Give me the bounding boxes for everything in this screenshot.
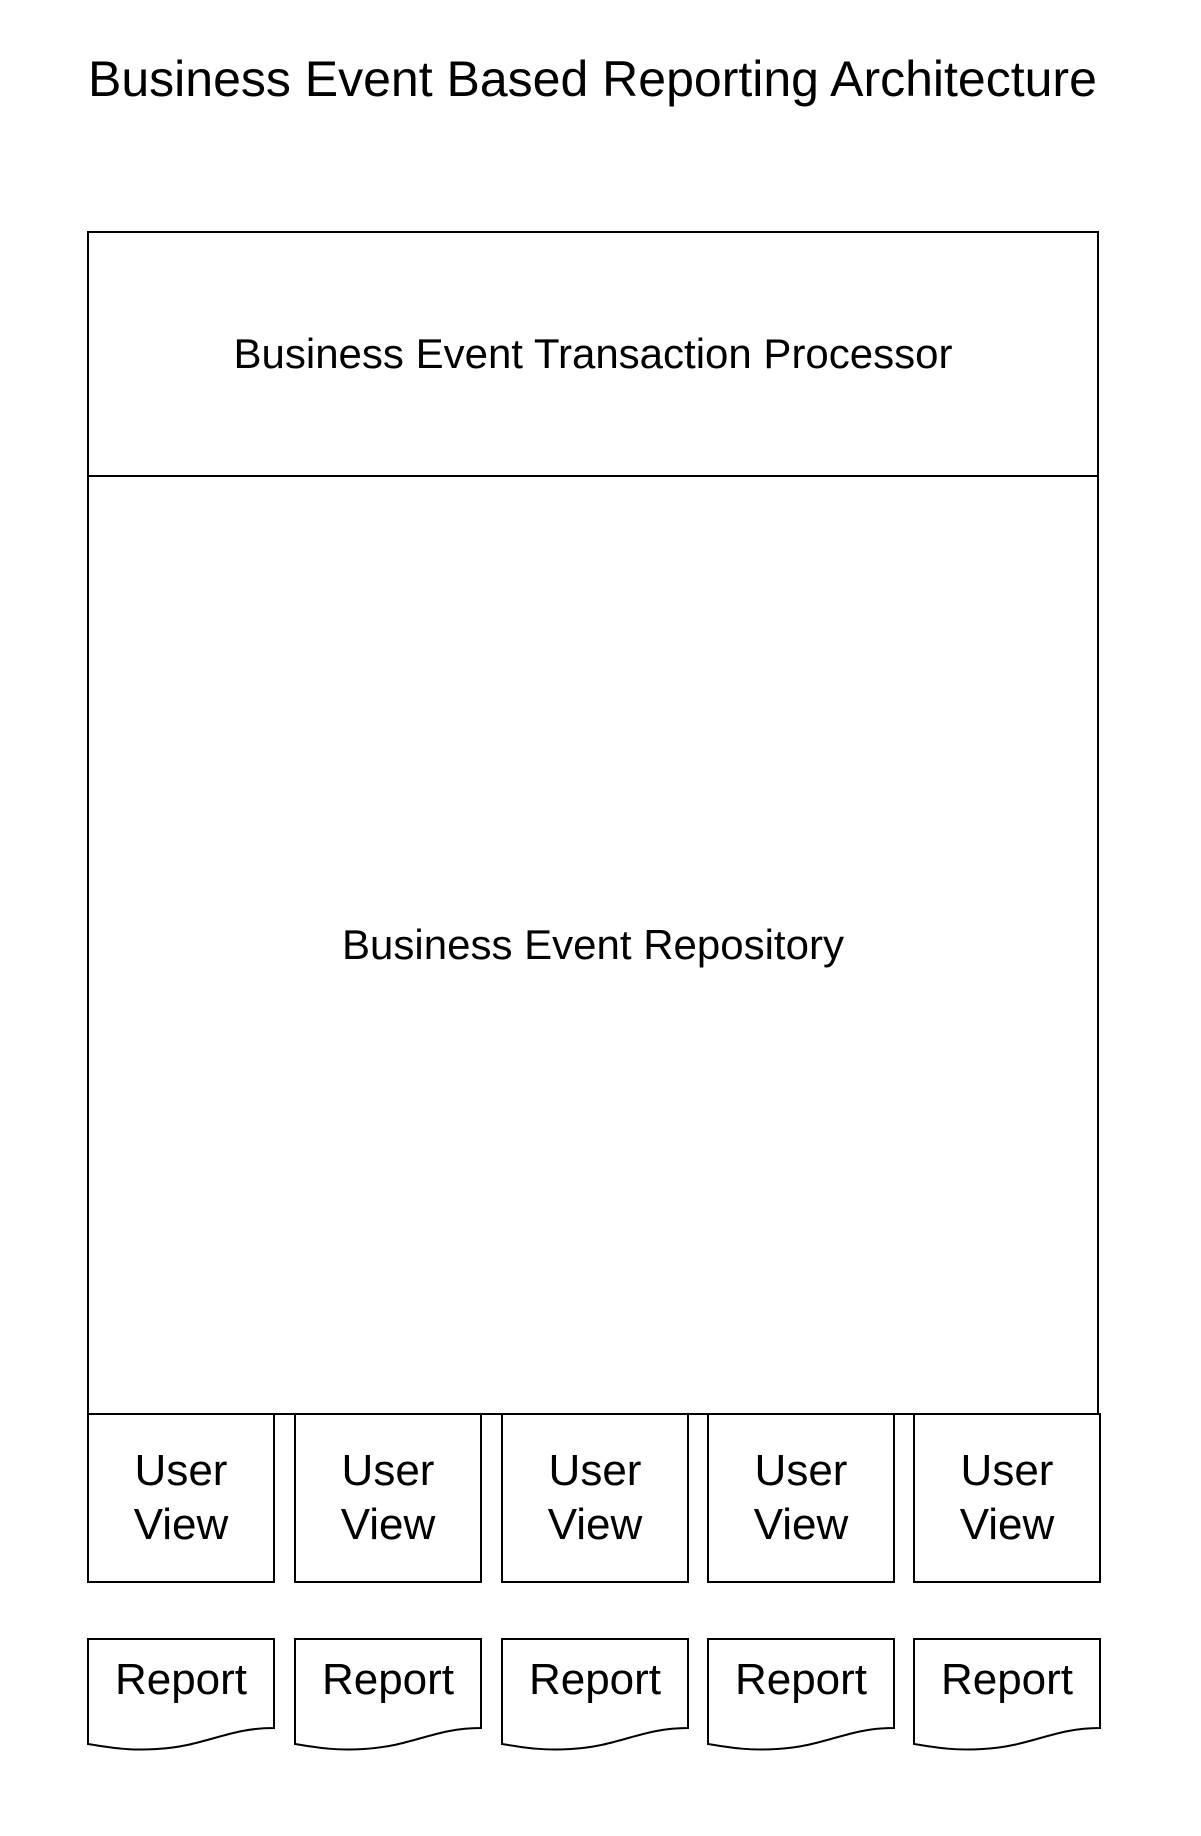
document-shape-icon [294,1638,482,1751]
report-label: Report [321,1655,455,1704]
document-shape-icon [913,1638,1101,1751]
user-view-line2: View [753,1500,849,1549]
user-view-box: User View [913,1413,1101,1583]
user-view-box: User View [501,1413,689,1583]
document-shape-icon [501,1638,689,1751]
document-shape-icon [707,1638,895,1751]
report-document: Report [501,1638,689,1754]
user-view-line2: View [547,1500,643,1549]
event-repository-label: Business Event Repository [342,921,844,968]
report-document: Report [913,1638,1101,1754]
diagram-title: Business Event Based Reporting Architect… [88,51,1097,107]
user-view-line1: User [754,1446,848,1495]
report-document: Report [294,1638,482,1754]
event-repository-box: Business Event Repository [87,475,1099,1415]
user-view-line1: User [960,1446,1054,1495]
user-view-line2: View [133,1500,229,1549]
report-label: Report [734,1655,868,1704]
report-label: Report [114,1655,248,1704]
user-view-line1: User [134,1446,228,1495]
report-document: Report [707,1638,895,1754]
user-view-box: User View [87,1413,275,1583]
document-shape-icon [87,1638,275,1751]
transaction-processor-box: Business Event Transaction Processor [87,231,1099,477]
user-view-line1: User [548,1446,642,1495]
user-view-box: User View [707,1413,895,1583]
report-document: Report [87,1638,275,1754]
user-view-line2: View [959,1500,1055,1549]
report-label: Report [940,1655,1074,1704]
user-view-line2: View [340,1500,436,1549]
transaction-processor-label: Business Event Transaction Processor [233,330,953,377]
user-view-box: User View [294,1413,482,1583]
user-view-line1: User [341,1446,435,1495]
report-label: Report [528,1655,662,1704]
